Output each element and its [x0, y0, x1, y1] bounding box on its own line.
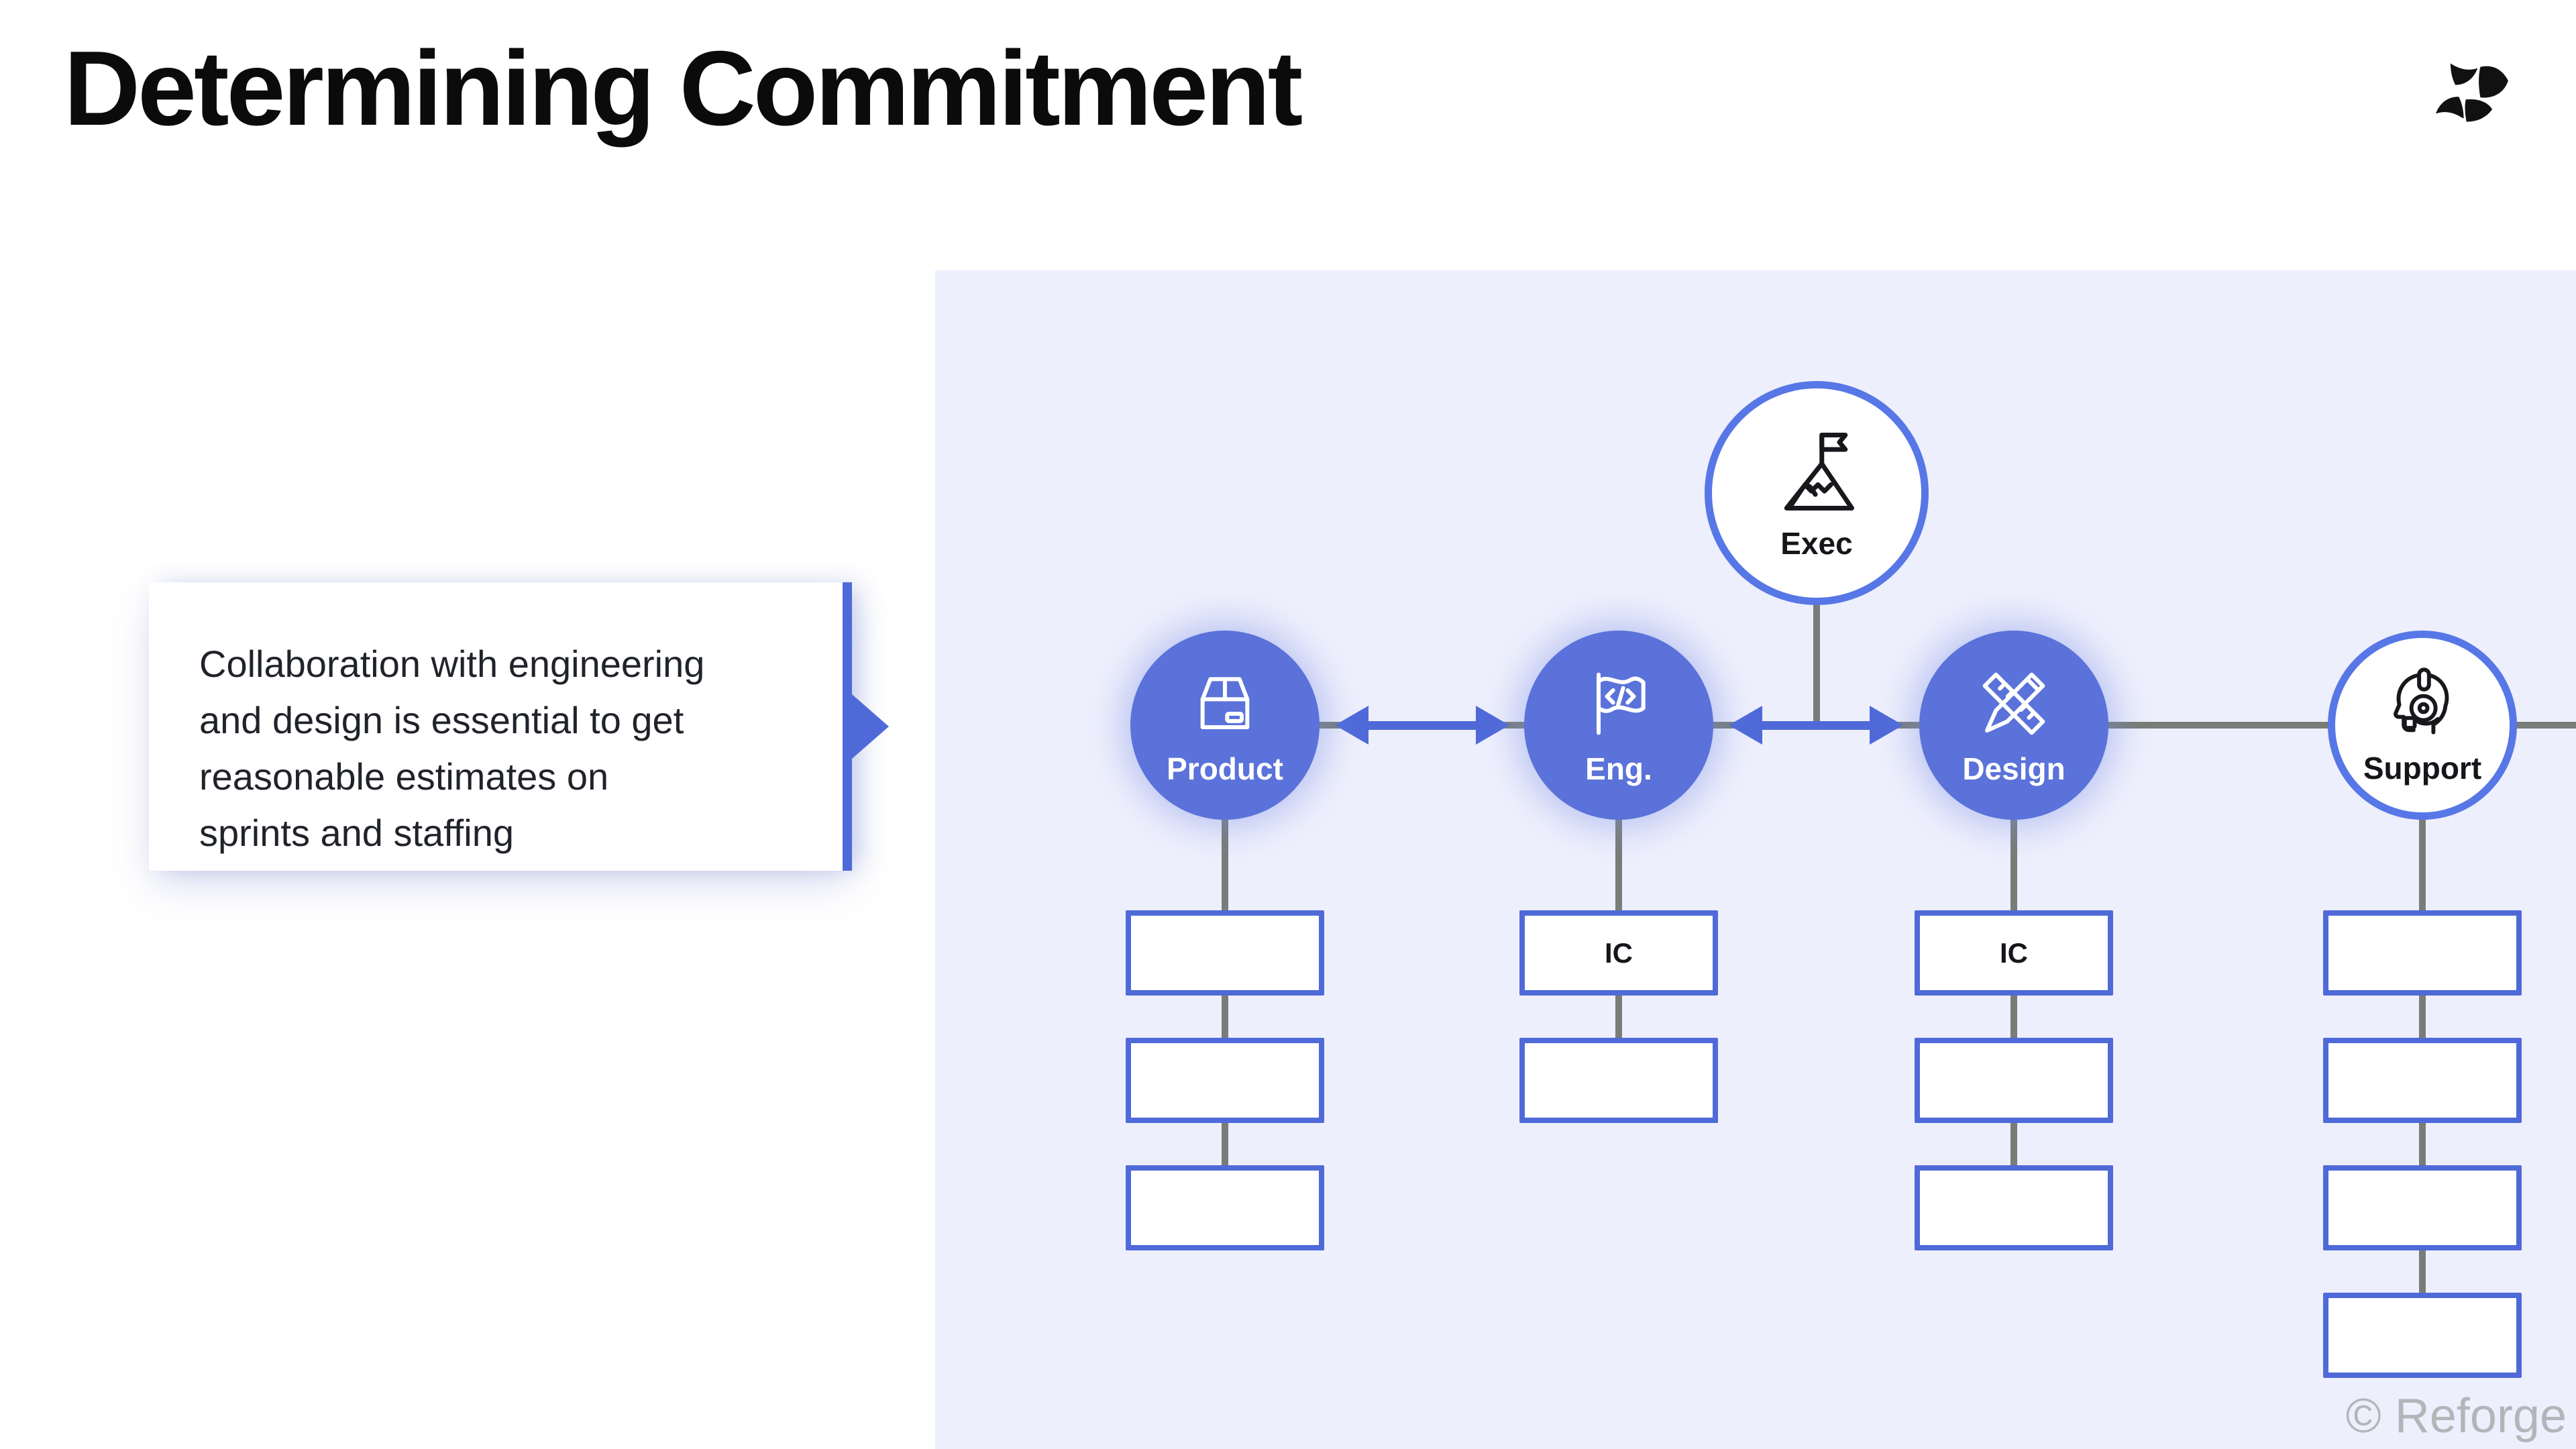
report-box: [1126, 1038, 1324, 1123]
connector-line: [1222, 819, 1228, 910]
connector-line: [2419, 996, 2426, 1038]
report-box: [1915, 1165, 2113, 1250]
report-box-ic: IC: [1519, 910, 1718, 996]
connector-line: [2010, 996, 2017, 1038]
arrowhead-left-icon: [1729, 706, 1762, 745]
report-box: [2323, 1038, 2522, 1123]
arrow-shaft: [1368, 720, 1476, 730]
node-label: Exec: [1780, 526, 1853, 561]
node-label: Support: [2363, 751, 2482, 786]
node-design: Design: [1919, 631, 2108, 820]
connector-line: [2419, 1123, 2426, 1165]
pencil-ruler-icon: [1982, 672, 2045, 735]
reports-column: IC: [1519, 819, 1718, 1123]
node-product: Product: [1130, 631, 1320, 820]
arrow-shaft: [1762, 720, 1870, 730]
code-flag-icon: [1597, 672, 1646, 735]
report-box: [1126, 910, 1324, 996]
node-exec: Exec: [1705, 381, 1929, 605]
connector-line: [1222, 1123, 1228, 1165]
reports-column: [2323, 819, 2522, 1378]
node-label: Eng.: [1585, 751, 1652, 786]
connector-line: [1615, 996, 1622, 1038]
connector-line: [1615, 819, 1622, 910]
callout-text: Collaboration with engineering and desig…: [199, 643, 705, 854]
callout-box: Collaboration with engineering and desig…: [149, 582, 889, 871]
reforge-logo-icon: [2436, 63, 2508, 122]
connector-support-edge: [2512, 722, 2576, 729]
node-label: Product: [1167, 751, 1283, 786]
callout-arrow-icon: [852, 694, 889, 759]
arrowhead-left-icon: [1335, 706, 1368, 745]
reports-column: IC: [1915, 819, 2113, 1250]
connector-line: [1222, 996, 1228, 1038]
report-box: [2323, 1293, 2522, 1378]
arrowhead-right-icon: [1476, 706, 1509, 745]
page-title: Determining Commitment: [64, 30, 1303, 148]
report-box-ic: IC: [1915, 910, 2113, 996]
connector-line: [2419, 1250, 2426, 1293]
connector-line: [2419, 819, 2426, 910]
mountain-flag-icon: [1784, 433, 1854, 511]
report-box: [1126, 1165, 1324, 1250]
arrowhead-right-icon: [1870, 706, 1903, 745]
package-icon: [1200, 677, 1250, 729]
report-box: [1915, 1038, 2113, 1123]
headset-icon: [2394, 667, 2449, 735]
node-label: Design: [1962, 751, 2065, 786]
watermark: © Reforge: [2345, 1389, 2567, 1443]
connector-design-support: [2104, 722, 2333, 729]
double-arrow-product-eng: [1335, 706, 1509, 745]
connector-exec-down: [1813, 602, 1820, 729]
report-box: [1519, 1038, 1718, 1123]
double-arrow-eng-design: [1729, 706, 1903, 745]
connector-line: [2010, 819, 2017, 910]
node-eng: Eng.: [1524, 631, 1713, 820]
report-box: [2323, 1165, 2522, 1250]
reports-column: [1126, 819, 1324, 1250]
node-support: Support: [2328, 631, 2517, 820]
report-box: [2323, 910, 2522, 996]
connector-line: [2010, 1123, 2017, 1165]
